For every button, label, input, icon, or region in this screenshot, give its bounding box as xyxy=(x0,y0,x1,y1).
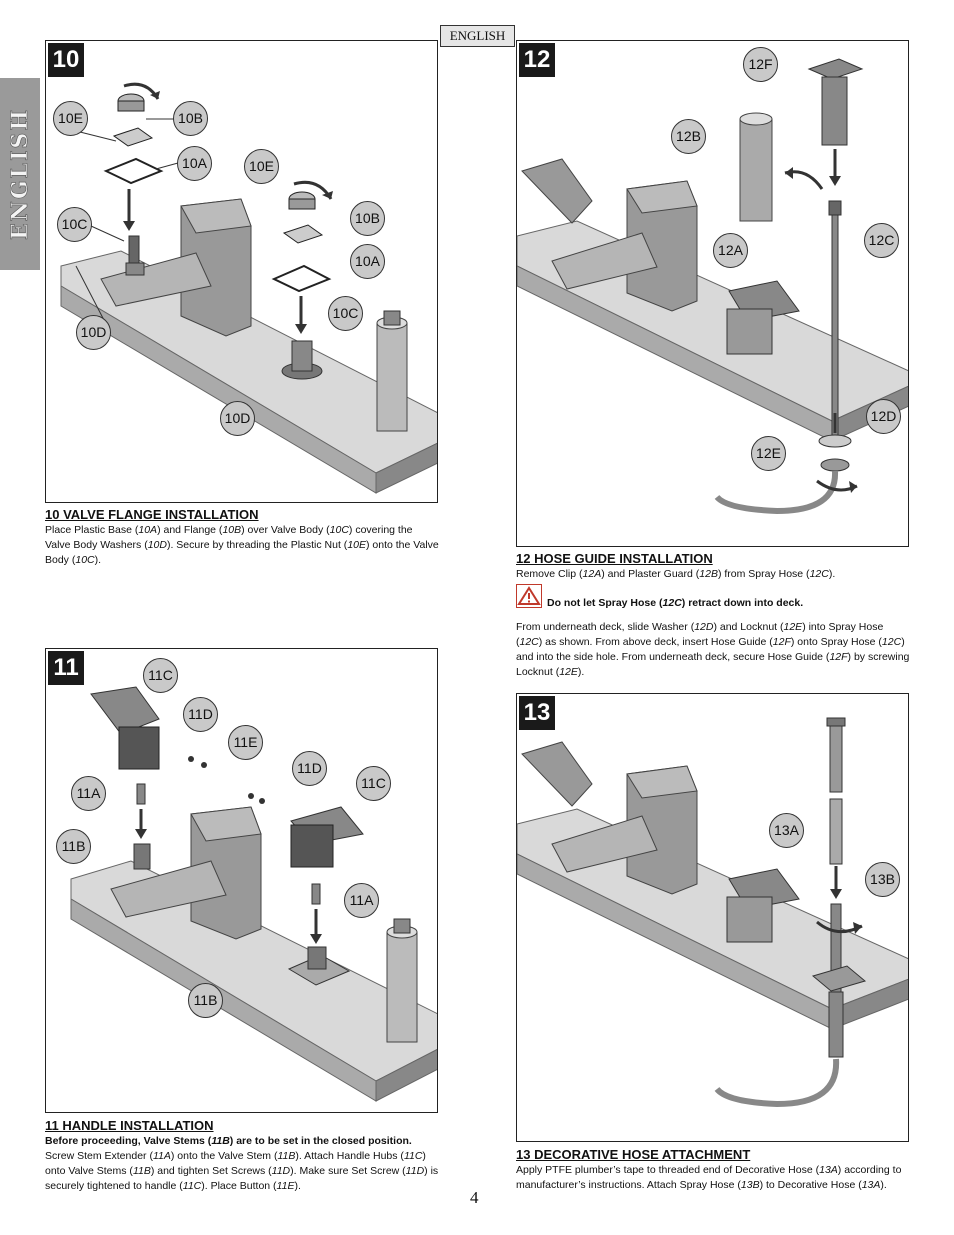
callout-12e: 12E xyxy=(751,436,786,471)
handle-installation-illustration xyxy=(70,686,437,1102)
step-12-figure: 12 12F 12B 12C 12A 12D 12E xyxy=(516,40,909,547)
warning-triangle-icon xyxy=(516,584,542,608)
callout-11b-second: 11B xyxy=(188,983,223,1018)
warning-text: Do not let Spray Hose (12C) retract down… xyxy=(547,597,804,609)
step-number: 13 xyxy=(519,696,555,730)
callout-13b: 13B xyxy=(865,862,900,897)
callout-10c-second: 10C xyxy=(328,296,363,331)
step-11-caption: Screw Stem Extender (11A) onto the Valve… xyxy=(45,1150,439,1192)
step-number: 11 xyxy=(48,651,84,685)
step-10-title: 10 VALVE FLANGE INSTALLATION xyxy=(45,507,259,522)
callout-12b: 12B xyxy=(671,119,706,154)
side-language-label: ENGLISH xyxy=(7,107,34,241)
step-11-title: 11 HANDLE INSTALLATION xyxy=(45,1118,214,1133)
step-number: 12 xyxy=(519,43,555,77)
callout-11c: 11C xyxy=(143,658,178,693)
callout-12f: 12F xyxy=(743,47,778,82)
callout-11b: 11B xyxy=(56,829,91,864)
callout-10e-second: 10E xyxy=(244,149,279,184)
side-language-tab: ENGLISH xyxy=(0,78,40,270)
callout-10d-second: 10D xyxy=(220,401,255,436)
step-number: 10 xyxy=(48,43,84,77)
step-13-figure: 13 13A 13B xyxy=(516,693,909,1142)
step-12-caption-1: Remove Clip (12A) and Plaster Guard (12B… xyxy=(516,568,836,580)
callout-11a: 11A xyxy=(71,776,106,811)
language-tab: ENGLISH xyxy=(440,25,515,47)
callout-12d: 12D xyxy=(866,399,901,434)
step-10-caption: Place Plastic Base (10A) and Flange (10B… xyxy=(45,524,439,566)
step-11-note: Before proceeding, Valve Stems (11B) are… xyxy=(45,1135,412,1147)
warning-box: Do not let Spray Hose (12C) retract down… xyxy=(516,584,911,610)
step-13-caption: Apply PTFE plumber’s tape to threaded en… xyxy=(516,1164,902,1191)
decorative-hose-illustration xyxy=(517,717,908,1108)
step-12-caption-2: From underneath deck, slide Washer (12D)… xyxy=(516,621,910,678)
callout-12a: 12A xyxy=(713,233,748,268)
callout-10e: 10E xyxy=(53,101,88,136)
callout-10a: 10A xyxy=(177,146,212,181)
callout-10d: 10D xyxy=(76,315,111,350)
page-number: 4 xyxy=(470,1188,479,1207)
callout-11d-second: 11D xyxy=(292,751,327,786)
step-12-title: 12 HOSE GUIDE INSTALLATION xyxy=(516,551,713,566)
callout-10b-second: 10B xyxy=(350,201,385,236)
callout-10b: 10B xyxy=(173,101,208,136)
callout-11a-second: 11A xyxy=(344,883,379,918)
callout-12c: 12C xyxy=(864,223,899,258)
step-13-title: 13 DECORATIVE HOSE ATTACHMENT xyxy=(516,1147,751,1162)
callout-11e: 11E xyxy=(228,725,263,760)
callout-10a-second: 10A xyxy=(350,244,385,279)
step-11-figure: 11 11C 11D 11E 11D 11C 11A 11B 11A 11B xyxy=(45,648,438,1113)
callout-10c: 10C xyxy=(57,207,92,242)
hose-guide-illustration xyxy=(517,58,908,515)
callout-11d: 11D xyxy=(183,697,218,732)
callout-13a: 13A xyxy=(769,813,804,848)
valve-flange-illustration xyxy=(60,82,437,494)
callout-11c-second: 11C xyxy=(356,766,391,801)
step-10-figure: 10 10E 10B 10A 1 xyxy=(45,40,438,503)
